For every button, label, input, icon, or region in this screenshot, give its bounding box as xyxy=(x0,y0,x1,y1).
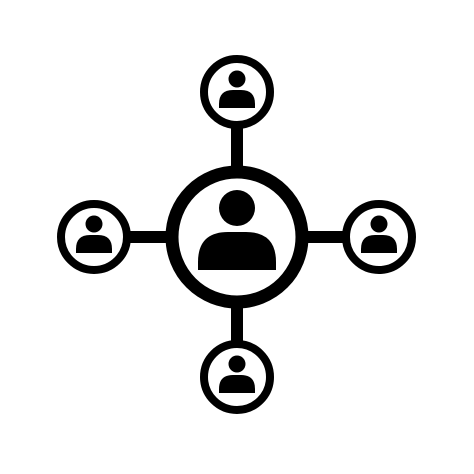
person-icon xyxy=(76,215,112,253)
person-icon xyxy=(361,215,397,253)
person-body xyxy=(219,90,255,108)
bottom-node xyxy=(200,340,274,414)
top-node xyxy=(200,55,274,129)
person-icon xyxy=(198,190,276,270)
person-body xyxy=(361,235,397,253)
person-head xyxy=(85,215,103,233)
person-head xyxy=(228,355,246,373)
person-icon xyxy=(219,355,255,393)
right-node xyxy=(342,200,416,274)
person-head xyxy=(228,70,246,88)
person-body xyxy=(198,232,276,270)
center-node xyxy=(165,165,309,309)
person-icon xyxy=(219,70,255,108)
connectors xyxy=(126,126,346,346)
person-body xyxy=(76,235,112,253)
person-head xyxy=(370,215,388,233)
left-node xyxy=(57,200,131,274)
person-head xyxy=(219,190,255,226)
person-body xyxy=(219,375,255,393)
